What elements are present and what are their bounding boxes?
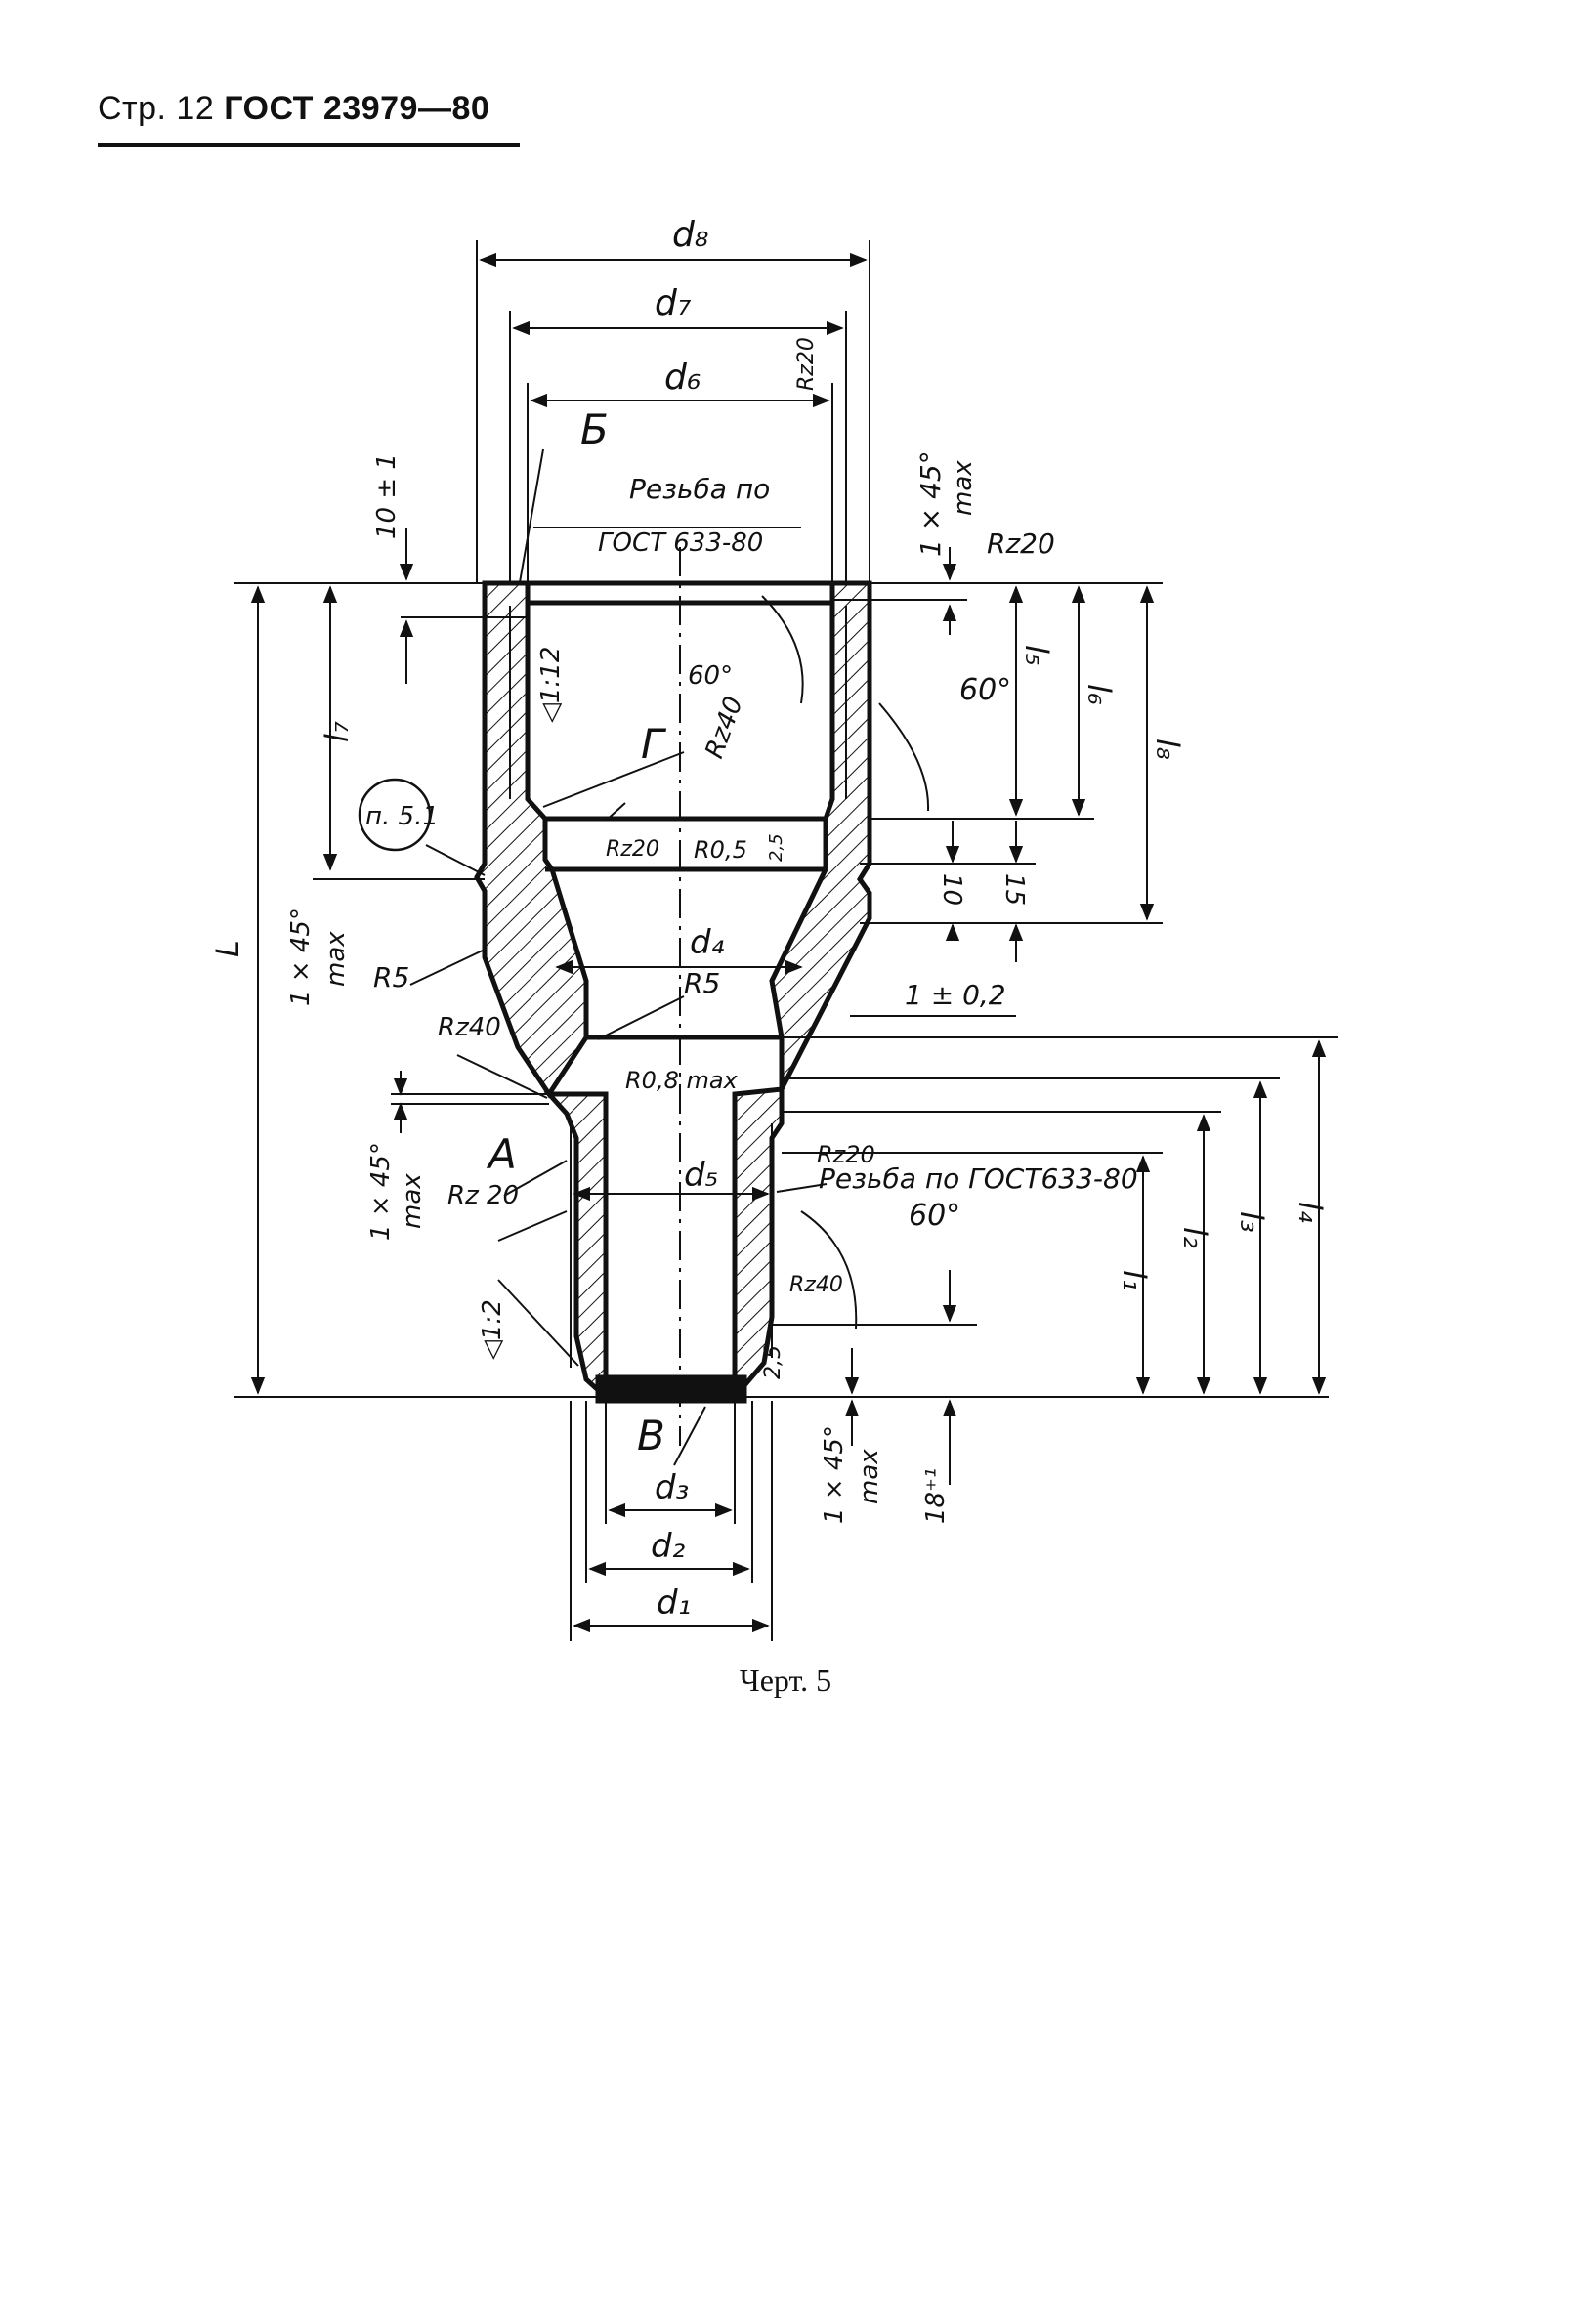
header-rule <box>98 143 520 147</box>
label-rz20-vertical: Rz20 <box>794 337 819 391</box>
drawing-labels: d₈ d₇ d₆ Rz20 Б Резьба по ГОСТ 633-80 10… <box>209 215 1329 1623</box>
label-chamfer-left-max: max <box>321 931 351 987</box>
page-number: Стр. 12 <box>98 90 215 127</box>
label-thread-top-2: ГОСТ 633-80 <box>598 528 763 558</box>
label-chamfer-bottom-max: max <box>855 1449 884 1504</box>
label-r5-mid: R5 <box>684 967 720 999</box>
label-rz20-top-right: Rz20 <box>987 528 1055 560</box>
label-rz20-right-low: Rz20 <box>817 1141 875 1168</box>
label-2-5-top: 2,5 <box>766 833 786 862</box>
label-d1: d₁ <box>657 1584 691 1623</box>
label-d6: d₆ <box>664 358 701 398</box>
label-10pm1: 10 ± 1 <box>372 453 402 539</box>
angle-arcs <box>761 595 930 1330</box>
label-taper-1-12: ◁1:12 <box>536 647 566 723</box>
label-view-g: Г <box>641 720 667 768</box>
label-15: 15 <box>999 873 1029 906</box>
label-rz40-low: Rz40 <box>789 1273 843 1297</box>
label-view-b: Б <box>580 405 609 453</box>
label-d4: d₄ <box>690 923 725 962</box>
label-l6: l₆ <box>1081 684 1118 705</box>
label-rz40-left: Rz40 <box>438 1013 501 1042</box>
label-chamfer-bottom: 1 × 45° <box>820 1425 849 1524</box>
label-view-v: В <box>637 1412 665 1459</box>
label-tol-1-02: 1 ± 0,2 <box>905 979 1006 1011</box>
label-rz40-inner: Rz40 <box>700 693 748 762</box>
label-l4: l₄ <box>1292 1202 1329 1223</box>
label-l8: l₈ <box>1149 739 1186 760</box>
label-10: 10 <box>937 873 966 906</box>
label-angle-60-top: 60° <box>959 673 1011 707</box>
label-2-5-low: 2,5 <box>761 1345 786 1379</box>
label-chamfer-left: 1 × 45° <box>286 908 316 1006</box>
dimension-lines <box>234 240 1338 1641</box>
gost-number: ГОСТ 23979—80 <box>224 90 490 127</box>
label-18: 18⁺¹ <box>921 1468 951 1524</box>
figure-caption: Черт. 5 <box>739 1663 832 1698</box>
label-d8: d₈ <box>672 215 708 255</box>
label-chamfer-top: 1 × 45° <box>914 450 947 557</box>
label-L: L <box>209 940 246 957</box>
label-l1: l₁ <box>1116 1270 1153 1291</box>
ref-note-circle <box>358 778 432 852</box>
label-chamfer-low-left: 1 × 45° <box>366 1142 396 1241</box>
label-d2: d₂ <box>651 1527 686 1566</box>
label-d7: d₇ <box>655 283 692 323</box>
label-chamfer-top-max: max <box>949 460 978 516</box>
label-taper-1-2: ◁1:2 <box>478 1299 507 1360</box>
label-rz20-left-low: Rz 20 <box>447 1181 519 1210</box>
label-l7: l₇ <box>318 721 356 742</box>
label-d3: d₃ <box>655 1468 689 1507</box>
label-l2: l₂ <box>1176 1227 1213 1248</box>
label-rz20-mid: Rz20 <box>606 837 659 862</box>
label-angle-60-bottom: 60° <box>909 1199 960 1233</box>
page-header: Стр. 12 ГОСТ 23979—80 <box>98 90 489 128</box>
label-thread-top-1: Резьба по <box>629 473 770 505</box>
label-chamfer-low-left-max: max <box>398 1173 427 1229</box>
label-r08max: R0,8 max <box>625 1067 739 1094</box>
label-d5: d₅ <box>684 1156 718 1195</box>
label-view-a: А <box>486 1130 517 1178</box>
label-l3: l₃ <box>1233 1211 1270 1233</box>
label-r5-left: R5 <box>373 961 409 993</box>
label-l5: l₅ <box>1018 645 1055 666</box>
label-r05: R0,5 <box>694 836 747 864</box>
label-ref-note: п. 5.1 <box>365 802 439 831</box>
label-angle-60-inner: 60° <box>688 661 733 691</box>
label-thread-bottom: Резьба по ГОСТ633-80 <box>819 1162 1138 1195</box>
